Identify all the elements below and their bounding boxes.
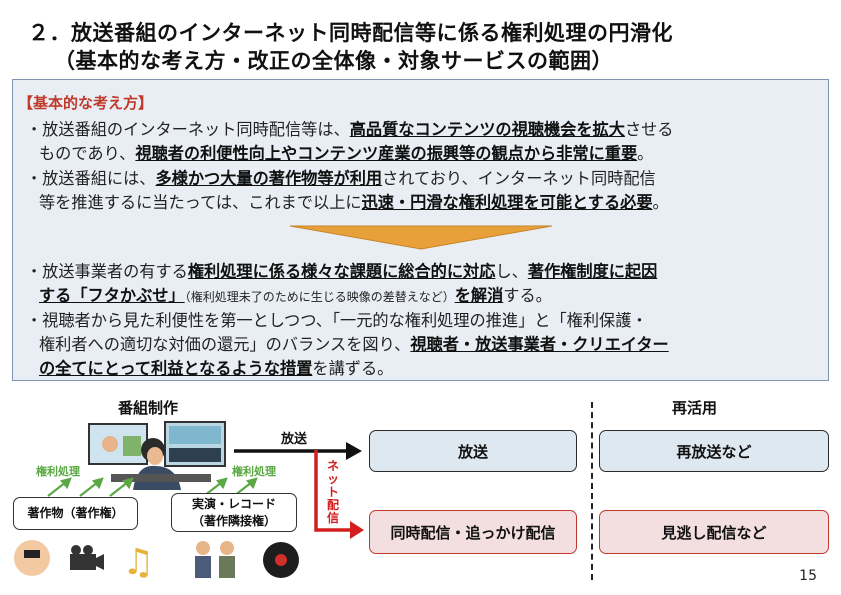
dashed-divider bbox=[591, 402, 593, 580]
p2-emphasis: 多様かつ大量の著作物等が利用 bbox=[155, 169, 383, 188]
p3-text: する。 bbox=[503, 286, 552, 305]
p1-text: させる bbox=[624, 120, 674, 139]
basic-concept-heading: 【基本的な考え方】 bbox=[18, 94, 154, 112]
paragraph-2: ・放送番組には、多様かつ大量の著作物等が利用されており、インターネット同時配信 … bbox=[26, 167, 826, 215]
broadcast-arrow-icon bbox=[234, 442, 362, 460]
performance-record-box: 実演・レコード （著作隣接権） bbox=[171, 493, 297, 532]
net-distribution-label: ネット配信 bbox=[327, 459, 340, 525]
p3-emphasis: 権利処理に係る様々な課題に総合的に対応 bbox=[187, 262, 496, 281]
p4-text: 権利者への適切な対価の還元」のバランスを図り、 bbox=[39, 335, 411, 354]
paragraph-4: ・視聴者から見た利便性を第一としつつ、「一元的な権利処理の推進」と「権利保護・ … bbox=[26, 309, 826, 381]
down-arrow-icon bbox=[290, 225, 552, 250]
p1-text: ・放送番組のインターネット同時配信等は、 bbox=[26, 120, 350, 139]
net-distribution-arrow-icon bbox=[314, 450, 364, 539]
video-editing-illustration bbox=[88, 421, 226, 490]
reuse-label: 再活用 bbox=[672, 399, 718, 417]
p2-emphasis: 迅速・円滑な権利処理を可能とする必要 bbox=[361, 193, 653, 212]
page-number: 15 bbox=[799, 568, 817, 584]
rights-processing-left: 権利処理 bbox=[36, 465, 80, 478]
production-label: 番組制作 bbox=[118, 399, 179, 417]
simulcast-box: 同時配信・追っかけ配信 bbox=[369, 510, 577, 554]
performer-record-icons bbox=[195, 541, 299, 578]
p1-text: 。 bbox=[637, 144, 654, 163]
performance-record-label: 実演・レコード bbox=[191, 497, 276, 511]
page-title-line1: ２．放送番組のインターネット同時配信等に係る権利処理の円滑化 bbox=[28, 21, 673, 45]
paragraph-1: ・放送番組のインターネット同時配信等は、高品質なコンテンツの視聴機会を拡大させる… bbox=[26, 118, 826, 166]
neighboring-rights-label: （著作隣接権） bbox=[191, 514, 276, 528]
p2-text: ・放送番組には、 bbox=[26, 169, 156, 188]
p4-emphasis: 視聴者・放送事業者・クリエイター bbox=[410, 335, 669, 354]
p3-text: ・放送事業者の有する bbox=[26, 262, 188, 281]
p3-emphasis: 著作権制度に起因 bbox=[527, 262, 658, 281]
p4-text: を講ずる。 bbox=[312, 359, 394, 378]
p1-emphasis: 高品質なコンテンツの視聴機会を拡大 bbox=[349, 120, 625, 139]
p2-text: 。 bbox=[652, 193, 669, 212]
p4-text: ・視聴者から見た利便性を第一としつつ、「一元的な権利処理の推進」と「権利保護・ bbox=[26, 311, 648, 330]
page-title-line2: （基本的な考え方・改正の全体像・対象サービスの範囲） bbox=[54, 49, 613, 73]
broadcast-arrow-label: 放送 bbox=[281, 432, 308, 447]
green-arrows-icon bbox=[47, 477, 258, 497]
p3-text: し、 bbox=[495, 262, 528, 281]
p1-emphasis: 視聴者の利便性向上やコンテンツ産業の振興等の観点から非常に重要 bbox=[135, 144, 638, 163]
p3-note: （権利処理未了のために生じる映像の差替えなど） bbox=[184, 290, 455, 304]
broadcast-box: 放送 bbox=[369, 430, 577, 472]
p2-text: 等を推進するに当たっては、これまで以上に bbox=[39, 193, 362, 212]
p1-text: ものであり、 bbox=[39, 144, 136, 163]
svg-text:♫: ♫ bbox=[122, 542, 154, 582]
p2-text: されており、インターネット同時配信 bbox=[382, 169, 656, 188]
rebroadcast-box: 再放送など bbox=[599, 430, 829, 472]
works-copyright-box: 著作物（著作権） bbox=[13, 497, 138, 530]
content-icons: ♫ bbox=[14, 540, 154, 582]
p3-emphasis: する「フタかぶせ」 bbox=[39, 286, 185, 305]
missed-program-box: 見逃し配信など bbox=[599, 510, 829, 554]
paragraph-3: ・放送事業者の有する権利処理に係る様々な課題に総合的に対応し、著作権制度に起因 … bbox=[26, 260, 826, 309]
rights-processing-right: 権利処理 bbox=[232, 465, 276, 478]
p3-emphasis: を解消 bbox=[454, 286, 504, 305]
p4-emphasis: の全てにとって利益となるような措置 bbox=[39, 359, 313, 378]
